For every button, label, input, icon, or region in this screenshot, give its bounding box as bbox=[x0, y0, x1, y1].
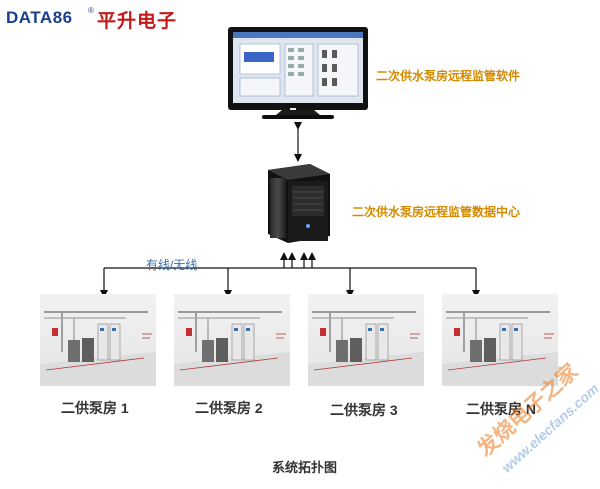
server-icon bbox=[268, 164, 330, 243]
link-type-label: 有线/无线 bbox=[146, 256, 197, 273]
pump-room-label-3: 二供泵房 3 bbox=[330, 400, 398, 420]
pump-room-image-3 bbox=[308, 294, 424, 386]
diagram-title: 系统拓扑图 bbox=[272, 457, 337, 476]
monitor-icon bbox=[228, 27, 368, 119]
data-center-caption: 二次供水泵房远程监管数据中心 bbox=[352, 203, 520, 220]
pump-room-image-1 bbox=[40, 294, 156, 386]
software-caption: 二次供水泵房远程监管软件 bbox=[376, 67, 520, 84]
pump-room-label-1: 二供泵房 1 bbox=[61, 398, 129, 418]
uplink-arrows bbox=[284, 256, 312, 268]
pump-room-image-4 bbox=[442, 294, 558, 386]
pump-room-label-2: 二供泵房 2 bbox=[195, 398, 263, 418]
pump-room-image-2 bbox=[174, 294, 290, 386]
